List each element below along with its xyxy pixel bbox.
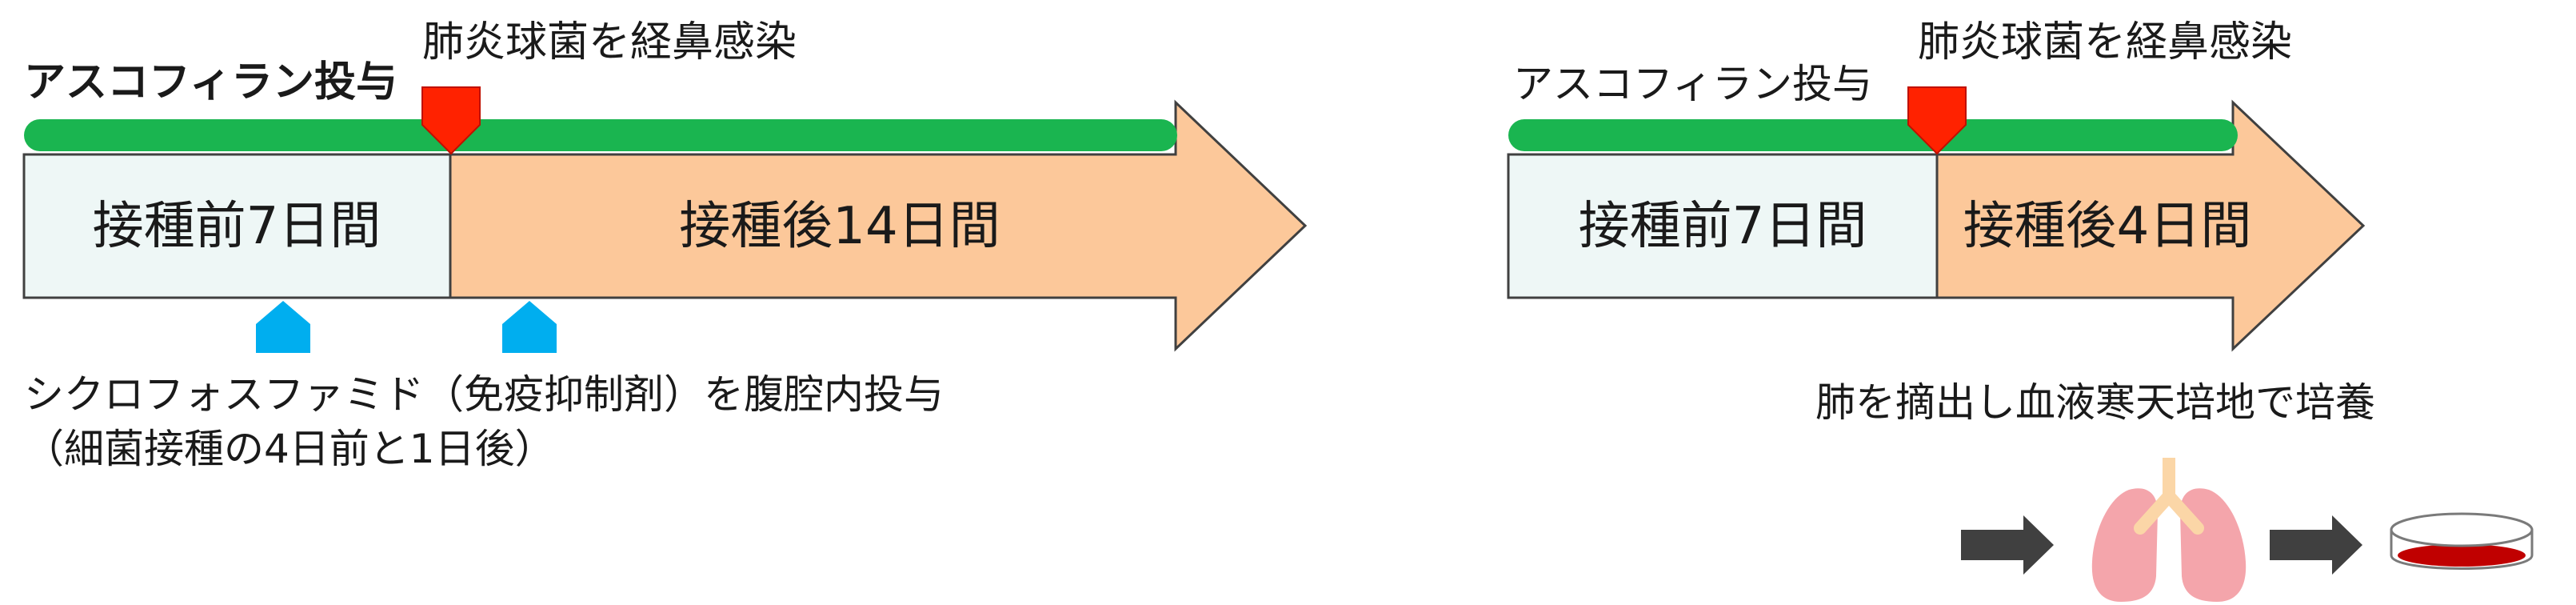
left-drug-label: アスコフィラン投与 — [24, 58, 397, 106]
lungs-icon — [2091, 458, 2247, 602]
right-panel: アスコフィラン投与 肺炎球菌を経鼻感染 接種前7日間 接種後4日間 肺を摘出し血… — [1507, 18, 2534, 602]
left-drug-bar — [24, 119, 1177, 151]
left-note-line2: （細菌接種の4日前と1日後） — [24, 426, 555, 472]
right-post-label: 接種後4日間 — [1963, 197, 2252, 256]
right-infection-marker — [1907, 86, 1967, 155]
left-note-line1: シクロフォスファミド（免疫抑制剤）を腹腔内投与 — [24, 371, 944, 418]
right-pre-period-box — [1507, 153, 1939, 299]
left-pre-label: 接種前7日間 — [93, 197, 381, 256]
left-post-period-arrow — [449, 99, 1308, 352]
left-pre-period-box — [22, 153, 452, 299]
petri-dish-icon — [2390, 512, 2534, 570]
left-post-label: 接種後14日間 — [679, 197, 1000, 256]
flow-arrow-icon — [1961, 515, 2054, 575]
left-infection-marker — [421, 86, 481, 155]
right-pre-label: 接種前7日間 — [1579, 197, 1867, 256]
right-drug-bar — [1508, 119, 2238, 151]
right-drug-label: アスコフィラン投与 — [1513, 61, 1872, 107]
left-panel: アスコフィラン投与 肺炎球菌を経鼻感染 接種前7日間 接種後14日間 シクロフォ… — [22, 18, 1308, 472]
left-dose-marker-2 — [502, 301, 557, 353]
right-note: 肺を摘出し血液寒天培地で培養 — [1815, 379, 2375, 426]
flow-arrow-icon — [2270, 515, 2362, 575]
left-dose-marker-1 — [256, 301, 310, 353]
right-infection-label: 肺炎球菌を経鼻感染 — [1918, 18, 2292, 66]
left-infection-label: 肺炎球菌を経鼻感染 — [422, 18, 797, 66]
